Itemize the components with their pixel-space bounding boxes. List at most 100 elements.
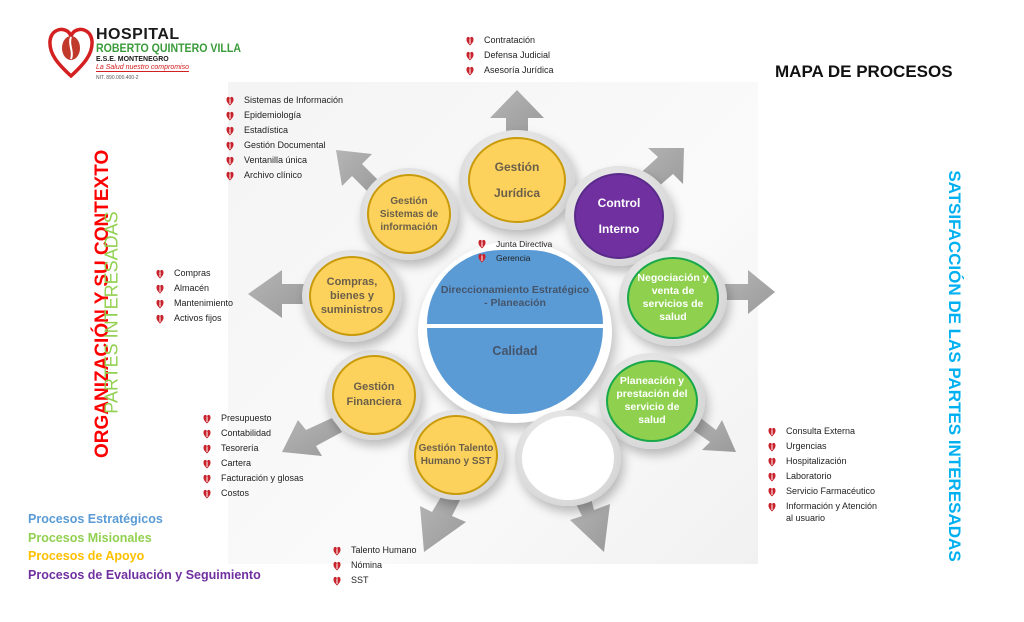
heart-bullet-icon [478,253,486,263]
heart-bullet-icon [466,51,474,61]
list-item: Junta Directiva [478,237,552,251]
heart-bullet-icon [203,474,211,484]
list-item: Activos fijos [156,311,233,326]
heart-bullet-icon [333,576,341,586]
center-notes-list: Junta Directiva Gerencia [478,237,552,265]
heart-bullet-icon [156,314,164,324]
list-item: Gerencia [478,251,552,265]
heart-bullet-icon [203,459,211,469]
heart-bullet-icon [203,414,211,424]
list-item: Almacén [156,281,233,296]
list-item: Urgencias [768,439,886,454]
list-item: Laboratorio [768,469,886,484]
heart-bullet-icon [466,66,474,76]
heart-bullet-icon [768,487,776,497]
sublist-sistemas: Sistemas de Información Epidemiología Es… [226,93,343,183]
list-item: Compras [156,266,233,281]
arrow-right-negociacion [724,270,775,314]
logo-line-ese: E.S.E. MONTENEGRO [96,56,169,63]
heart-bullet-icon [466,36,474,46]
heart-bullet-icon [333,561,341,571]
process-control-interno[interactable]: Control Interno [574,173,664,259]
list-item: Contratación [466,33,554,48]
heart-bullet-icon [226,111,234,121]
heart-bullet-icon [478,239,486,249]
heart-bullet-icon [226,141,234,151]
list-item: Costos [203,486,304,501]
list-item: Archivo clínico [226,168,343,183]
side-text-satisfaccion: SATSIFACCIÓN DE LAS PARTES INTERESADAS [945,170,964,562]
list-item: Facturación y glosas [203,471,304,486]
list-item: Asesoría Jurídica [466,63,554,78]
arrow-left-compras [248,270,308,318]
list-item: Consulta Externa [768,424,886,439]
list-item: Sistemas de Información [226,93,343,108]
sublist-talento: Talento Humano Nómina SST [333,543,417,588]
heart-bullet-icon [226,171,234,181]
list-item: Cartera [203,456,304,471]
list-item: Ventanilla única [226,153,343,168]
sublist-juridica: Contratación Defensa Judicial Asesoría J… [466,33,554,78]
heart-bullet-icon [768,457,776,467]
heart-bullet-icon [768,442,776,452]
list-item: Nómina [333,558,417,573]
heart-logo-icon [48,27,94,78]
legend-estrategicos: Procesos Estratégicos [28,512,163,526]
list-item: Información y Atención al usuario [768,499,886,524]
process-negociacion-venta[interactable]: Negociación y venta de servicios de salu… [627,257,719,339]
page-title: MAPA DE PROCESOS [775,62,953,81]
list-item: Epidemiología [226,108,343,123]
list-item: Hospitalización [768,454,886,469]
sublist-prestacion: Consulta Externa Urgencias Hospitalizaci… [768,424,886,524]
legend-apoyo: Procesos de Apoyo [28,549,145,563]
process-sistemas-informacion[interactable]: Gestión Sistemas de información [367,174,451,254]
list-item: SST [333,573,417,588]
list-item: Presupuesto [203,411,304,426]
heart-bullet-icon [768,502,776,512]
sublist-financiera: Presupuesto Contabilidad Tesorería Carte… [203,411,304,501]
process-gestion-financiera[interactable]: Gestión Financiera [332,355,416,435]
process-compras-bienes[interactable]: Compras, bienes y suministros [309,256,395,336]
process-gestion-juridica[interactable]: Gestión Jurídica [468,137,566,223]
heart-bullet-icon [226,96,234,106]
legend: Procesos Estratégicos Procesos Misionale… [28,510,261,584]
list-item: Mantenimiento [156,296,233,311]
heart-bullet-icon [226,156,234,166]
heart-bullet-icon [203,429,211,439]
calidad-label: Calidad [492,344,538,358]
logo-line-hospital: HOSPITAL [96,26,180,43]
list-item: Contabilidad [203,426,304,441]
logo-slogan: La Salud nuestro compromiso [96,64,189,72]
list-item: Tesorería [203,441,304,456]
sublist-compras: Compras Almacén Mantenimiento Activos fi… [156,266,233,326]
heart-bullet-icon [156,284,164,294]
process-blank [522,416,614,500]
direccionamiento-label: Direccionamiento Estratégico - Planeació… [440,284,590,309]
logo-line-name: ROBERTO QUINTERO VILLA [96,43,242,55]
arrow-down-talento [420,492,466,552]
heart-bullet-icon [156,299,164,309]
heart-bullet-icon [768,472,776,482]
legend-misionales: Procesos Misionales [28,530,152,545]
list-item: Gestión Documental [226,138,343,153]
process-planeacion-prestacion[interactable]: Planeación y prestación del servicio de … [606,360,698,442]
process-talento-humano[interactable]: Gestión Talento Humano y SST [414,415,498,495]
heart-bullet-icon [226,126,234,136]
arrow-up-juridica [490,90,544,132]
heart-bullet-icon [203,444,211,454]
list-item: Talento Humano [333,543,417,558]
heart-bullet-icon [156,269,164,279]
list-item: Estadística [226,123,343,138]
arrow-down-blank [570,494,610,552]
heart-bullet-icon [203,489,211,499]
arrow-downleft-financiera [282,418,342,456]
logo-nit: NIT. 890.000.400-2 [96,75,139,81]
list-item: Defensa Judicial [466,48,554,63]
arrow-downright-prestacion [690,416,736,452]
hospital-logo: HOSPITAL ROBERTO QUINTERO VILLA E.S.E. M… [48,24,241,84]
list-item: Servicio Farmacéutico [768,484,886,499]
legend-evaluacion: Procesos de Evaluación y Seguimiento [28,567,261,582]
heart-bullet-icon [333,546,341,556]
heart-bullet-icon [768,427,776,437]
